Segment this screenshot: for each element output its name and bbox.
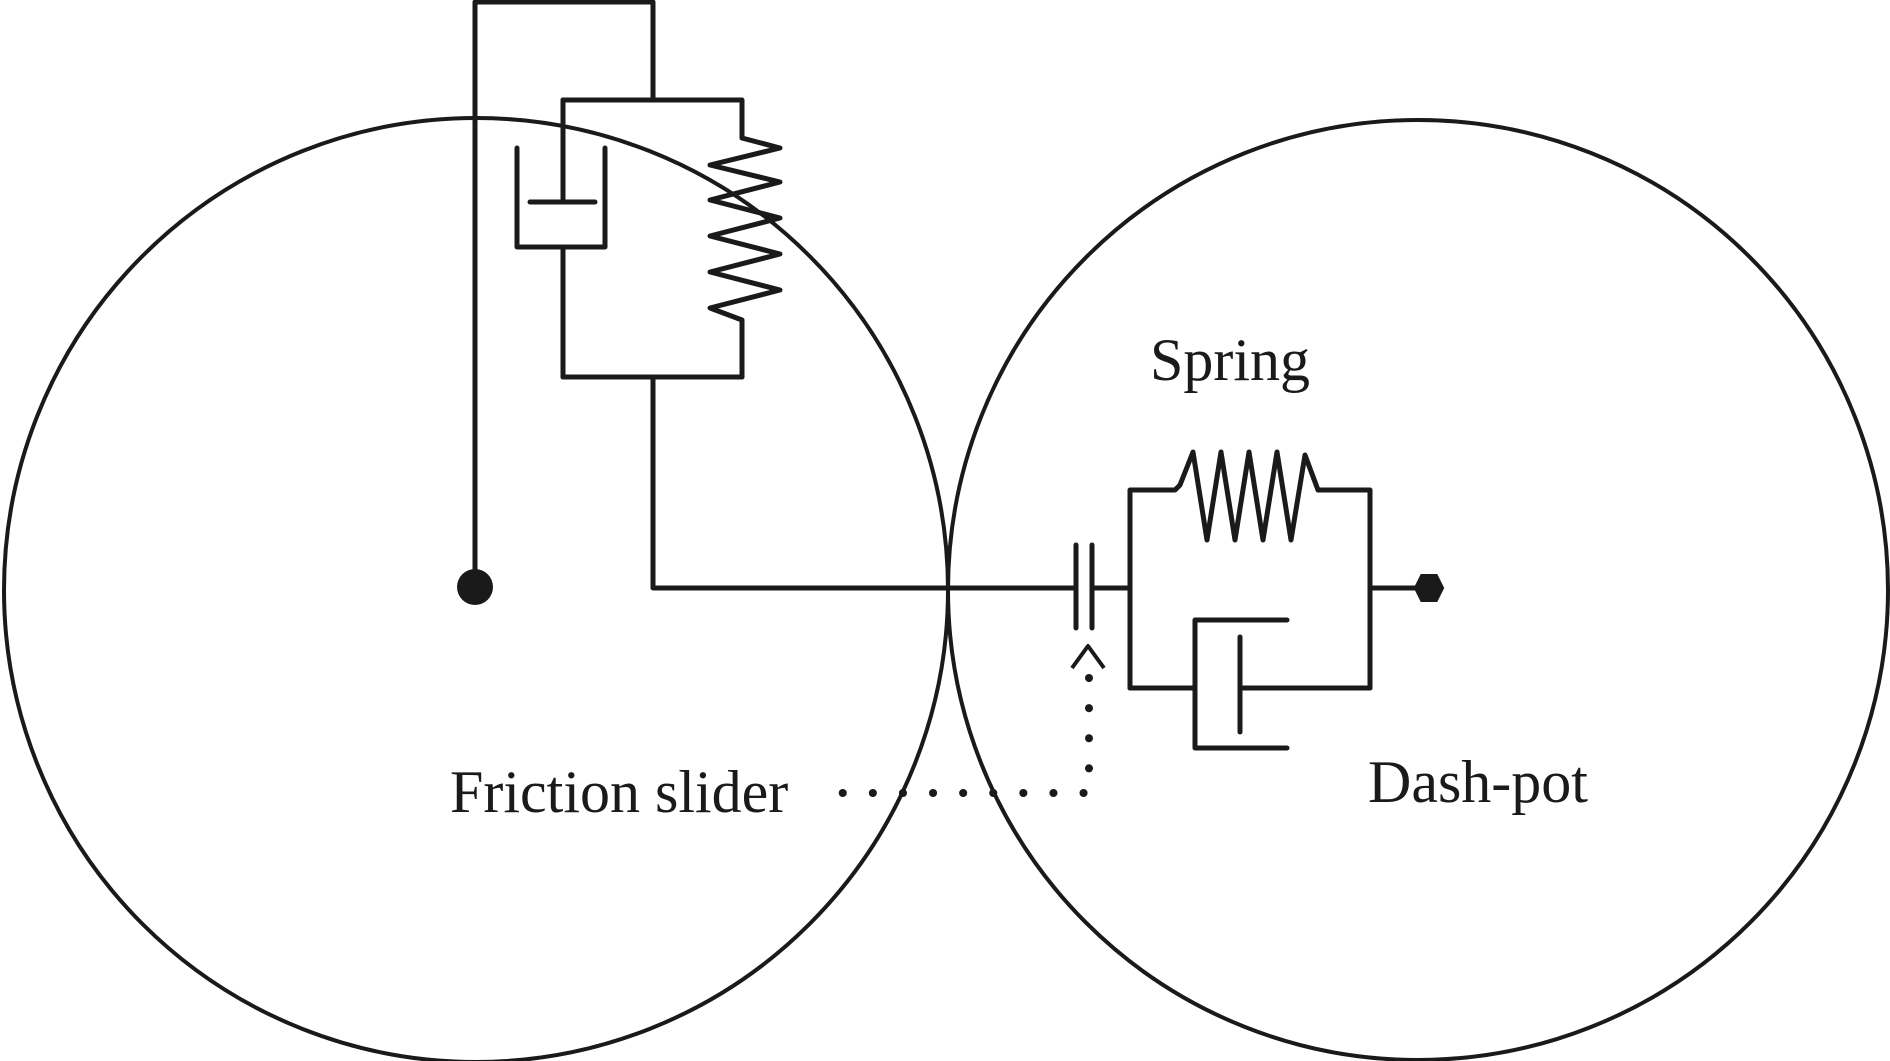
friction-slider-dotted-leader bbox=[834, 674, 1093, 797]
normal-spring bbox=[707, 135, 783, 380]
right-particle-center-dot bbox=[1413, 574, 1445, 602]
normal-link-wire bbox=[472, 0, 656, 588]
friction-slider-label: Friction slider bbox=[450, 759, 788, 825]
normal-unit-top-wire bbox=[560, 97, 745, 141]
dashpot-label: Dash-pot bbox=[1368, 749, 1588, 815]
left-particle-center-dot bbox=[457, 569, 493, 605]
spring-label: Spring bbox=[1150, 327, 1310, 393]
tangential-link-wire bbox=[650, 374, 1079, 591]
tangential-dashpot-cup bbox=[1192, 617, 1290, 751]
tangential-spring bbox=[1127, 449, 1373, 691]
friction-slider-arrow-icon bbox=[1070, 644, 1106, 670]
